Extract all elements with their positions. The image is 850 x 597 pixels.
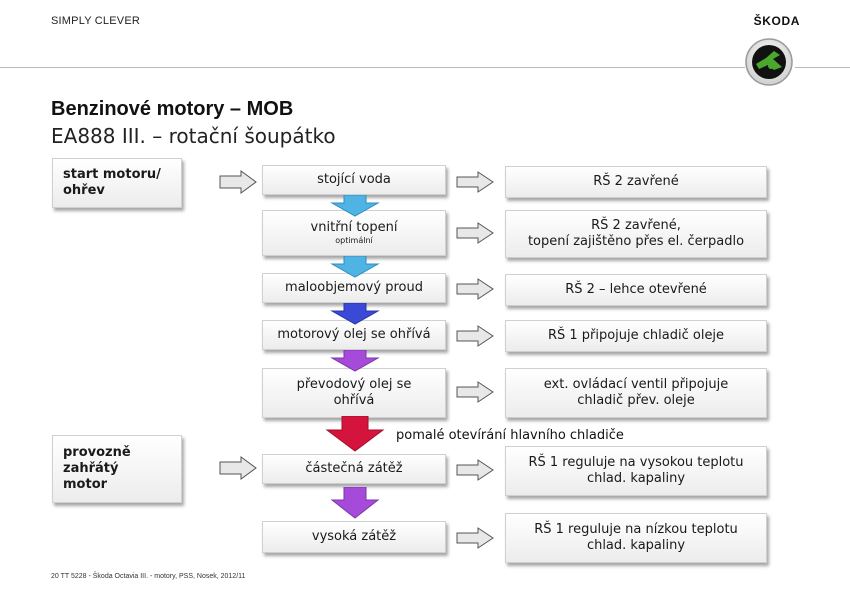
down-arrow-icon (330, 195, 380, 217)
transition-note: pomalé otevírání hlavního chladiče (396, 428, 624, 443)
down-arrow-icon (330, 487, 380, 519)
result-line: RŠ 2 zavřené (593, 174, 679, 189)
step-label: částečná zátěž (305, 461, 403, 476)
step-label: motorový olej se ohřívá (277, 327, 431, 342)
header-divider (0, 67, 745, 68)
phase-box-line: zahřátý (63, 461, 119, 476)
result-line: RŠ 2 zavřené, (591, 218, 681, 233)
step-label: maloobjemový proud (285, 280, 423, 295)
step-box: maloobjemový proud (262, 273, 446, 303)
step-label: ohřívá (333, 393, 375, 408)
phase-box-line: provozně (63, 445, 131, 460)
entry-arrow-icon (219, 170, 257, 194)
step-label: převodový olej se (296, 377, 412, 392)
down-arrow-icon (330, 256, 380, 278)
result-arrow-icon (456, 278, 494, 300)
slogan: SIMPLY CLEVER (51, 15, 141, 27)
result-box: RŠ 1 reguluje na vysokou teplotu chlad. … (505, 446, 767, 496)
result-line: RŠ 1 reguluje na vysokou teplotu (528, 455, 744, 470)
result-box: RŠ 2 – lehce otevřené (505, 274, 767, 306)
entry-arrow-icon (219, 456, 257, 480)
result-arrow-icon (456, 459, 494, 481)
result-line: ext. ovládací ventil připojuje (543, 377, 729, 392)
result-box: RŠ 2 zavřené (505, 166, 767, 198)
result-line: RŠ 1 připojuje chladič oleje (547, 328, 725, 343)
step-box: vysoká zátěž (262, 521, 446, 553)
step-label: stojící voda (317, 172, 391, 187)
result-box: RŠ 2 zavřené, topení zajištěno přes el. … (505, 210, 767, 258)
step-label: vnitřní topení (310, 220, 398, 235)
phase-box-start: start motoru/ ohřev (52, 158, 182, 208)
result-box: RŠ 1 reguluje na nízkou teplotu chlad. k… (505, 513, 767, 563)
result-arrow-icon (456, 527, 494, 549)
phase-box-line: motor (63, 477, 108, 492)
result-line: chladič přev. oleje (577, 393, 695, 408)
result-arrow-icon (456, 381, 494, 403)
brand-wordmark: ŠKODA (753, 14, 800, 28)
skoda-logo-icon (745, 38, 793, 86)
result-line: chlad. kapaliny (586, 471, 686, 486)
result-arrow-icon (456, 171, 494, 193)
phase-box-line: start motoru/ (63, 167, 161, 182)
result-arrow-icon (456, 325, 494, 347)
phase-box-warm: provozně zahřátý motor (52, 435, 182, 503)
slide-title: Benzinové motory – MOB (51, 98, 294, 120)
step-sublabel: optimální (335, 236, 373, 245)
step-box: stojící voda (262, 165, 446, 195)
result-box: ext. ovládací ventil připojuje chladič p… (505, 368, 767, 418)
down-arrow-icon (330, 350, 380, 372)
step-label: vysoká zátěž (311, 529, 397, 544)
result-line: topení zajištěno přes el. čerpadlo (527, 234, 745, 249)
result-box: RŠ 1 připojuje chladič oleje (505, 320, 767, 352)
header-divider-right (795, 67, 850, 68)
phase-box-line: ohřev (63, 183, 105, 198)
slide-subtitle: EA888 III. – rotační šoupátko (51, 124, 336, 148)
result-line: chlad. kapaliny (586, 538, 686, 553)
step-box: vnitřní topení optimální (262, 210, 446, 256)
result-line: RŠ 1 reguluje na nízkou teplotu (534, 522, 738, 537)
footer-text: 20 TT 5228 - Škoda Octavia III. - motory… (51, 573, 246, 580)
step-box: částečná zátěž (262, 454, 446, 484)
down-arrow-icon (330, 303, 380, 325)
down-arrow-icon (325, 416, 385, 452)
result-arrow-icon (456, 222, 494, 244)
result-line: RŠ 2 – lehce otevřené (565, 282, 707, 297)
step-box: převodový olej se ohřívá (262, 368, 446, 418)
